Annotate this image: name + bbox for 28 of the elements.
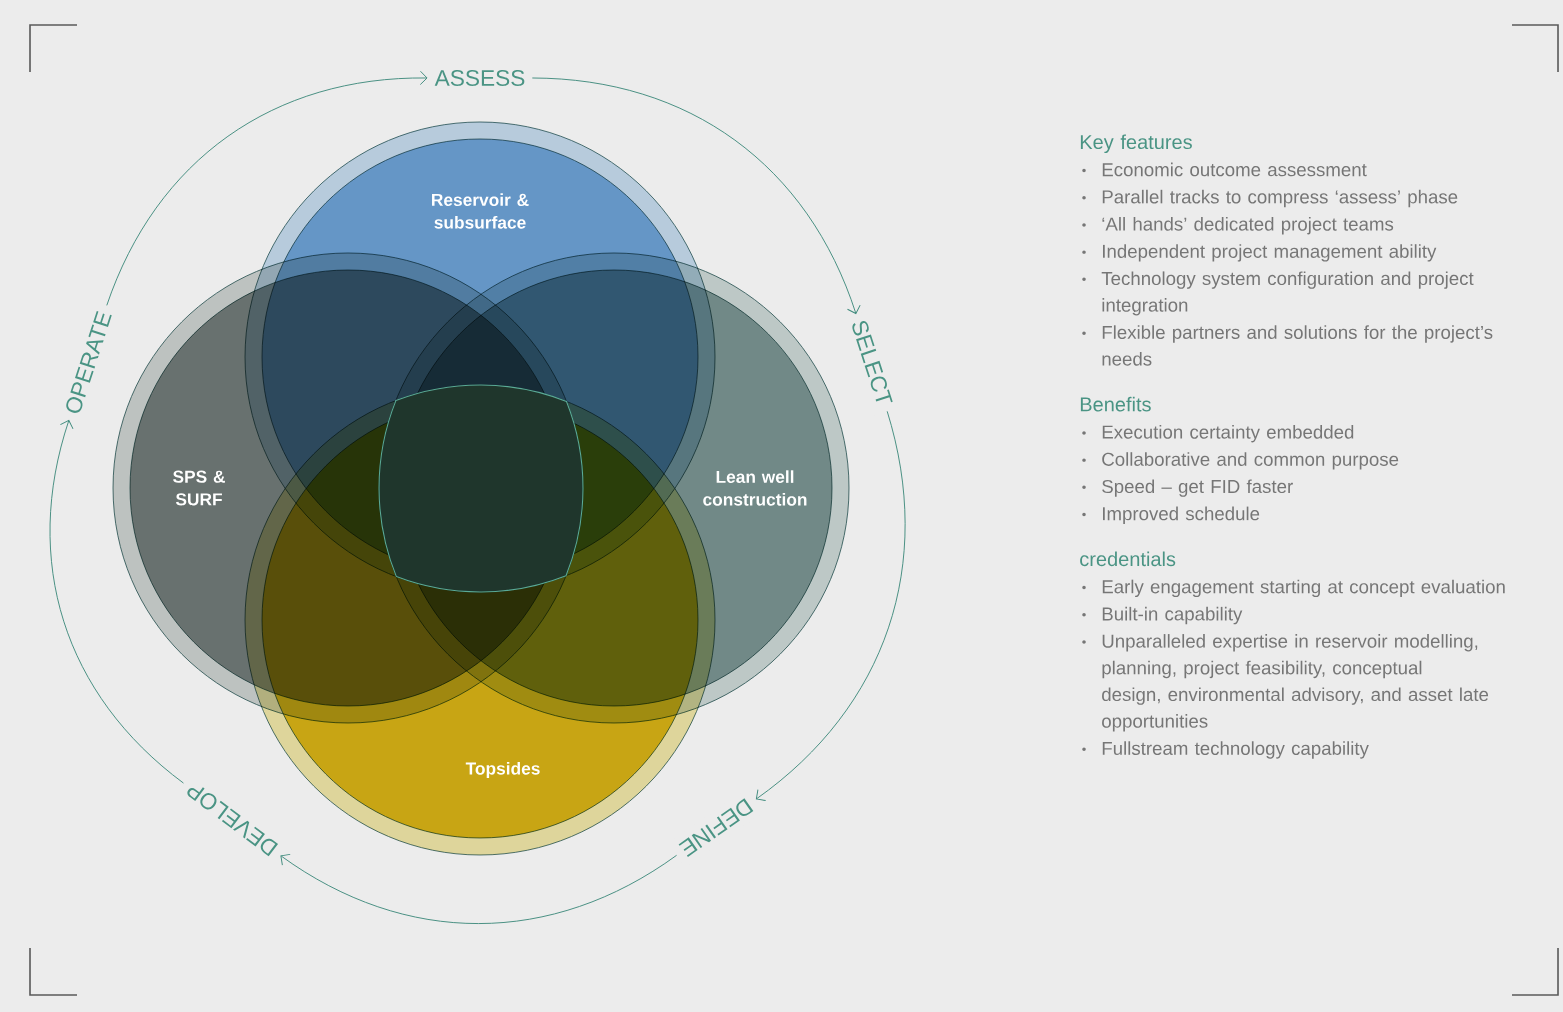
cycle-arrow [106,70,428,306]
cycle-arrow [49,419,184,784]
bullet-item: Improved schedule [1082,506,1260,524]
bullet-item: Speed – get FID faster [1082,479,1293,497]
cycle-arrow [531,77,861,314]
bullet-item: Economic outcome assessment [1082,162,1367,177]
bullet-item: ‘All hands’ dedicated project teams [1082,217,1394,235]
venn-label: Lean well construction [703,470,807,506]
stage-label: ASSESS [428,63,533,93]
section-heading: credentials [1080,551,1176,567]
bullet-item: Built-in capability [1082,606,1243,625]
bullet-item: Independent project management ability [1082,244,1437,262]
bullet-item: Technology system configuration and project integration [1082,271,1474,316]
venn-label: SPS & SURF [173,470,225,506]
bullet-item: Flexible partners and solutions for the project’s needs [1082,325,1493,366]
bullet-item: Unparalleled expertise in reservoir modelling, planning, project feasibility, conceptual design, environmental advisory, and asset late opportunities [1082,634,1489,732]
bullet-item: Collaborative and common purpose [1082,452,1399,470]
bullet-item: Fullstream technology capability [1082,741,1369,759]
section-heading: Key features [1080,134,1192,154]
center-shape [378,384,584,593]
bullet-item: Early engagement starting at concept evaluation [1082,579,1505,598]
section-heading: Benefits [1080,396,1151,412]
cycle-arrow [280,853,678,925]
bullet-item: Execution certainty embedded [1082,425,1354,443]
bullet-item: Parallel tracks to compress ‘assess’ phase [1082,189,1458,208]
venn-label: Topsides [465,761,540,779]
cycle-arrow [755,410,906,801]
venn-label: Reservoir & subsurface [432,193,529,229]
